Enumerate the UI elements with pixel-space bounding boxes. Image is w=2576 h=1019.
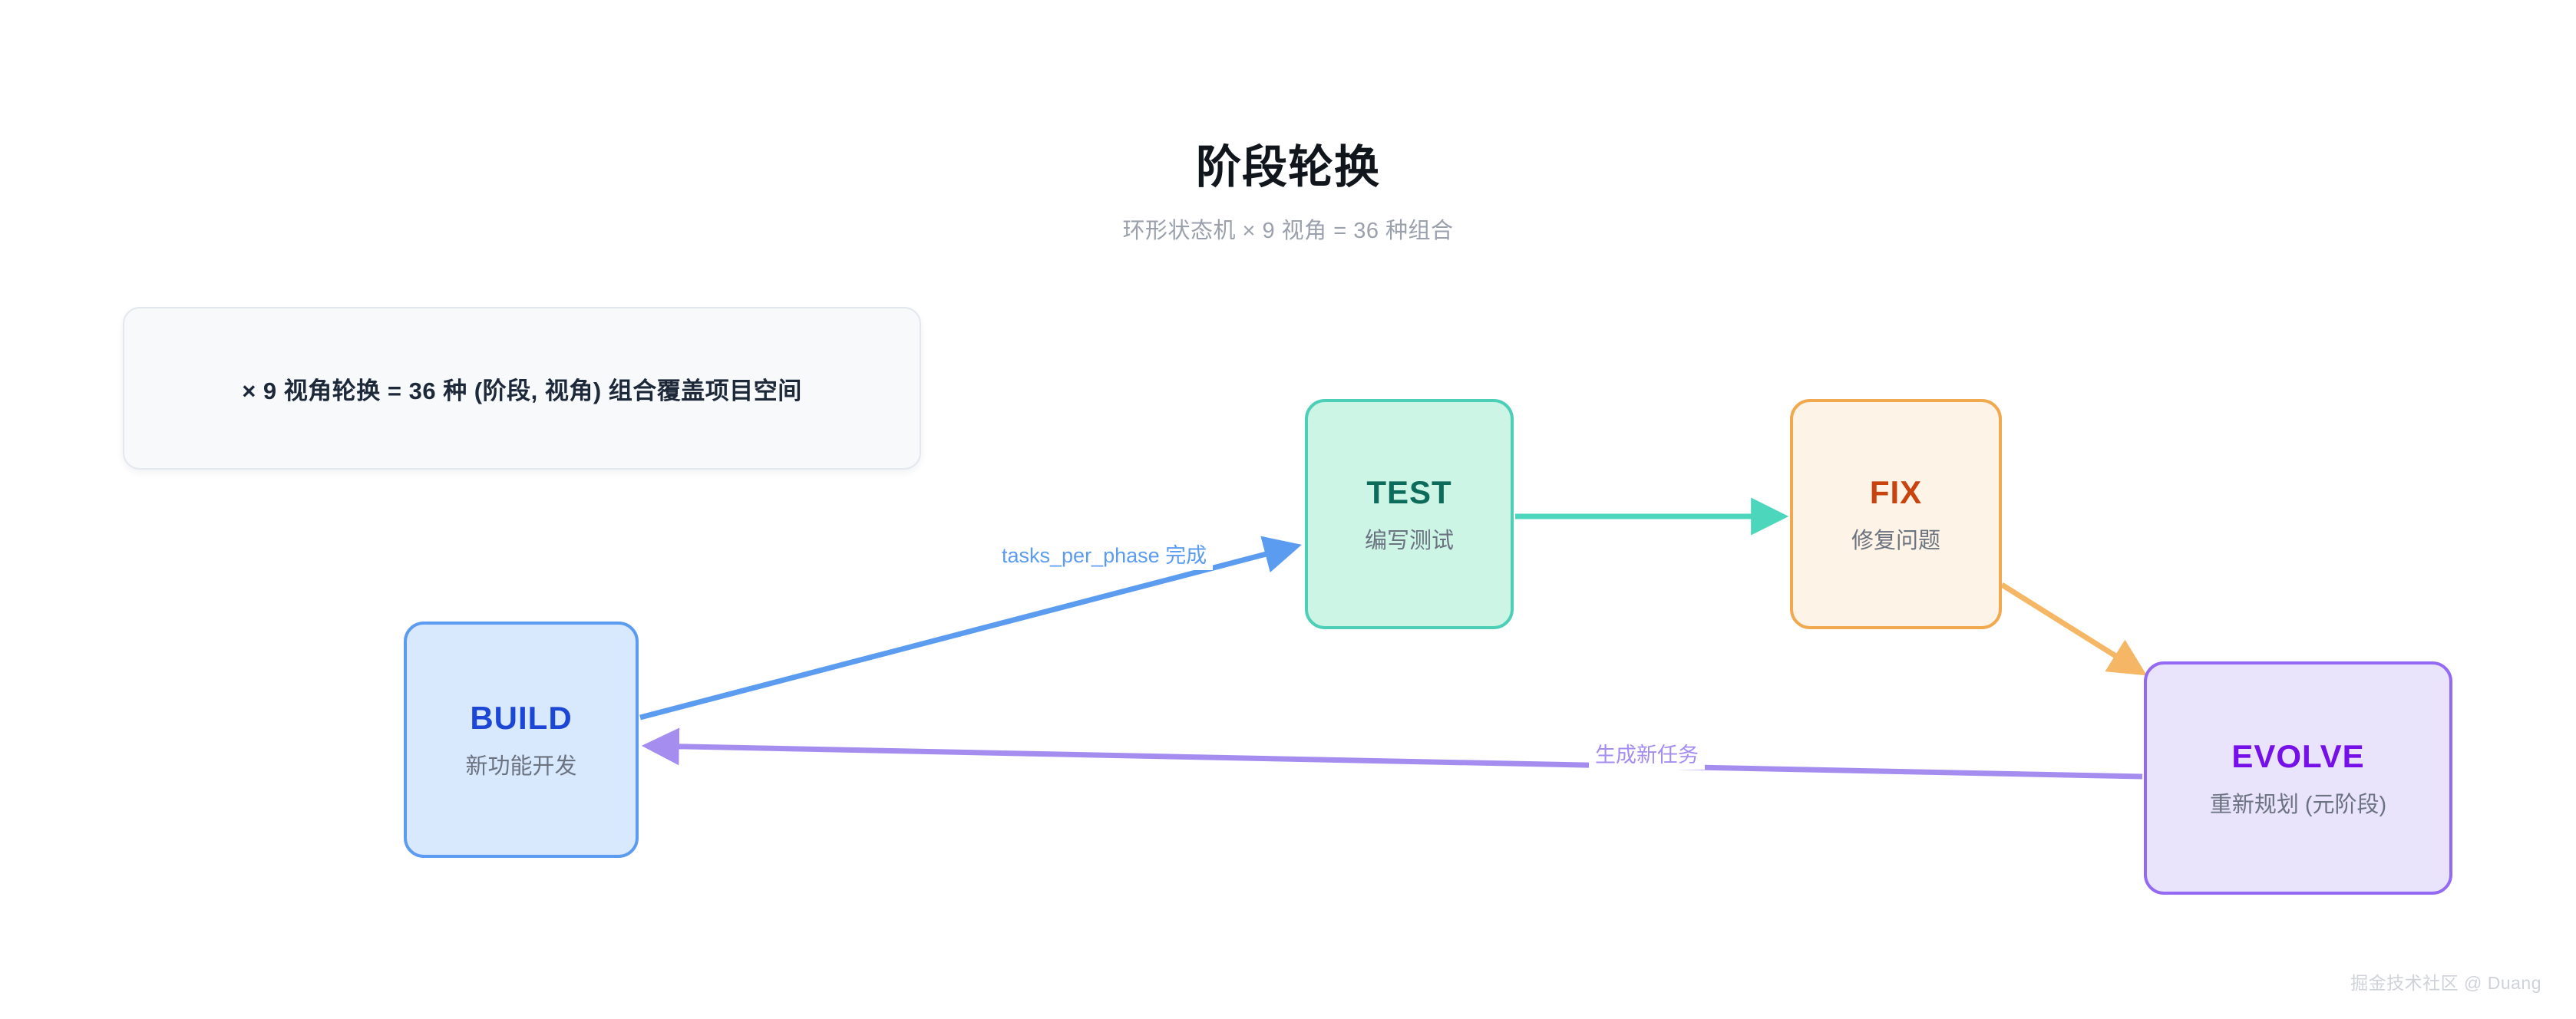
watermark: 掘金技术社区 @ Duang bbox=[2350, 973, 2541, 993]
node-evolve-title: EVOLVE bbox=[2231, 737, 2365, 774]
edge-label-evolve-to-build: 生成新任务 bbox=[1589, 737, 1705, 770]
node-build-subtitle: 新功能开发 bbox=[465, 754, 577, 779]
node-fix-title: FIX bbox=[1869, 473, 1923, 510]
edge-fix-to-evolve bbox=[2000, 582, 2147, 676]
note-card-text: × 9 视角轮换 = 36 种 (阶段, 视角) 组合覆盖项目空间 bbox=[242, 377, 802, 404]
node-fix[interactable]: FIX 修复问题 bbox=[1790, 399, 2002, 629]
node-fix-subtitle: 修复问题 bbox=[1851, 528, 1940, 553]
node-test-title: TEST bbox=[1366, 473, 1452, 510]
node-test-subtitle: 编写测试 bbox=[1364, 528, 1454, 553]
edge-evolve-to-build bbox=[641, 727, 2143, 780]
edge-label-build-to-test: tasks_per_phase 完成 bbox=[996, 537, 1214, 570]
page-title: 阶段轮换 bbox=[1195, 142, 1380, 193]
node-evolve-subtitle: 重新规划 (元阶段) bbox=[2209, 792, 2387, 817]
edge-build-to-test bbox=[639, 536, 1302, 721]
note-card: × 9 视角轮换 = 36 种 (阶段, 视角) 组合覆盖项目空间 bbox=[123, 307, 921, 470]
node-test[interactable]: TEST 编写测试 bbox=[1305, 399, 1514, 629]
node-build-title: BUILD bbox=[470, 699, 573, 736]
node-build[interactable]: BUILD 新功能开发 bbox=[404, 622, 639, 858]
diagram-header: 阶段轮换 环形状态机 × 9 视角 = 36 种组合 bbox=[0, 142, 2576, 245]
page-subtitle: 环形状态机 × 9 视角 = 36 种组合 bbox=[1122, 218, 1454, 243]
node-evolve[interactable]: EVOLVE 重新规划 (元阶段) bbox=[2144, 661, 2452, 895]
